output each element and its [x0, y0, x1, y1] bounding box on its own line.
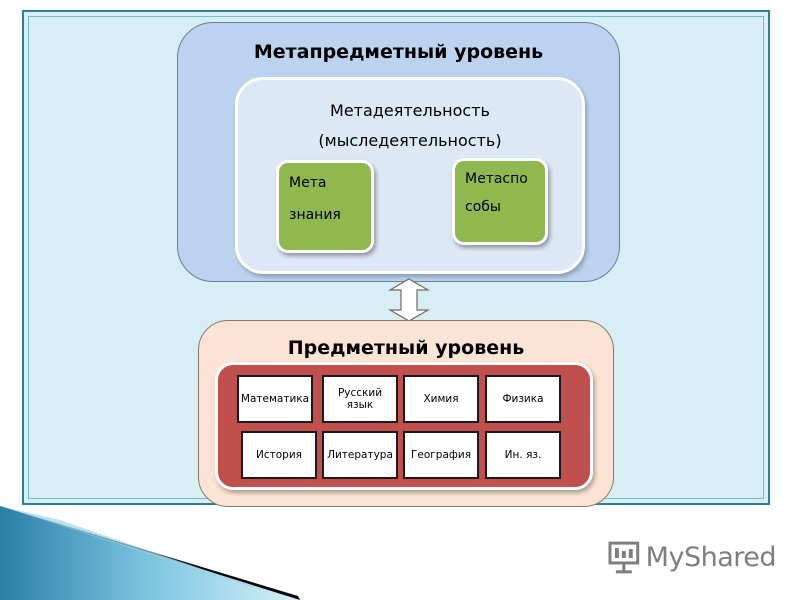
- meta-methods-line1: Метаспо: [465, 171, 528, 187]
- meta-knowledge-line2: знания: [289, 207, 341, 223]
- meta-activity-line1: Метадеятельность: [330, 101, 490, 120]
- subject-panel: Математика Русский язык Химия Физика Ист…: [215, 362, 593, 490]
- subject-cell: Физика: [485, 375, 561, 423]
- subject-cell: Математика: [237, 375, 313, 423]
- meta-methods-box: Метаспо собы: [452, 158, 548, 245]
- logo-text: MyShared: [645, 541, 777, 573]
- subject-cell: Ин. яз.: [485, 431, 561, 479]
- meta-level-title: Метапредметный уровень: [253, 41, 544, 63]
- meta-activity-title: Метадеятельность (мыследеятельность): [238, 96, 582, 156]
- meta-knowledge-line1: Мета: [289, 175, 327, 191]
- meta-knowledge-box: Мета знания: [276, 160, 374, 253]
- myshared-logo: MyShared: [606, 537, 777, 577]
- subject-cell: Русский язык: [322, 375, 398, 423]
- subject-cell: История: [241, 431, 317, 479]
- subject-level-title: Предметный уровень: [287, 337, 525, 359]
- corner-sweep-decoration: [0, 506, 300, 600]
- subject-cell: Химия: [403, 375, 479, 423]
- presentation-board-icon: [608, 541, 640, 574]
- subject-cell: География: [403, 431, 479, 479]
- meta-methods-line2: собы: [465, 199, 501, 215]
- double-arrow-icon: [388, 278, 430, 322]
- meta-activity-line2: (мыследеятельность): [318, 131, 502, 150]
- subject-cell: Литература: [322, 431, 398, 479]
